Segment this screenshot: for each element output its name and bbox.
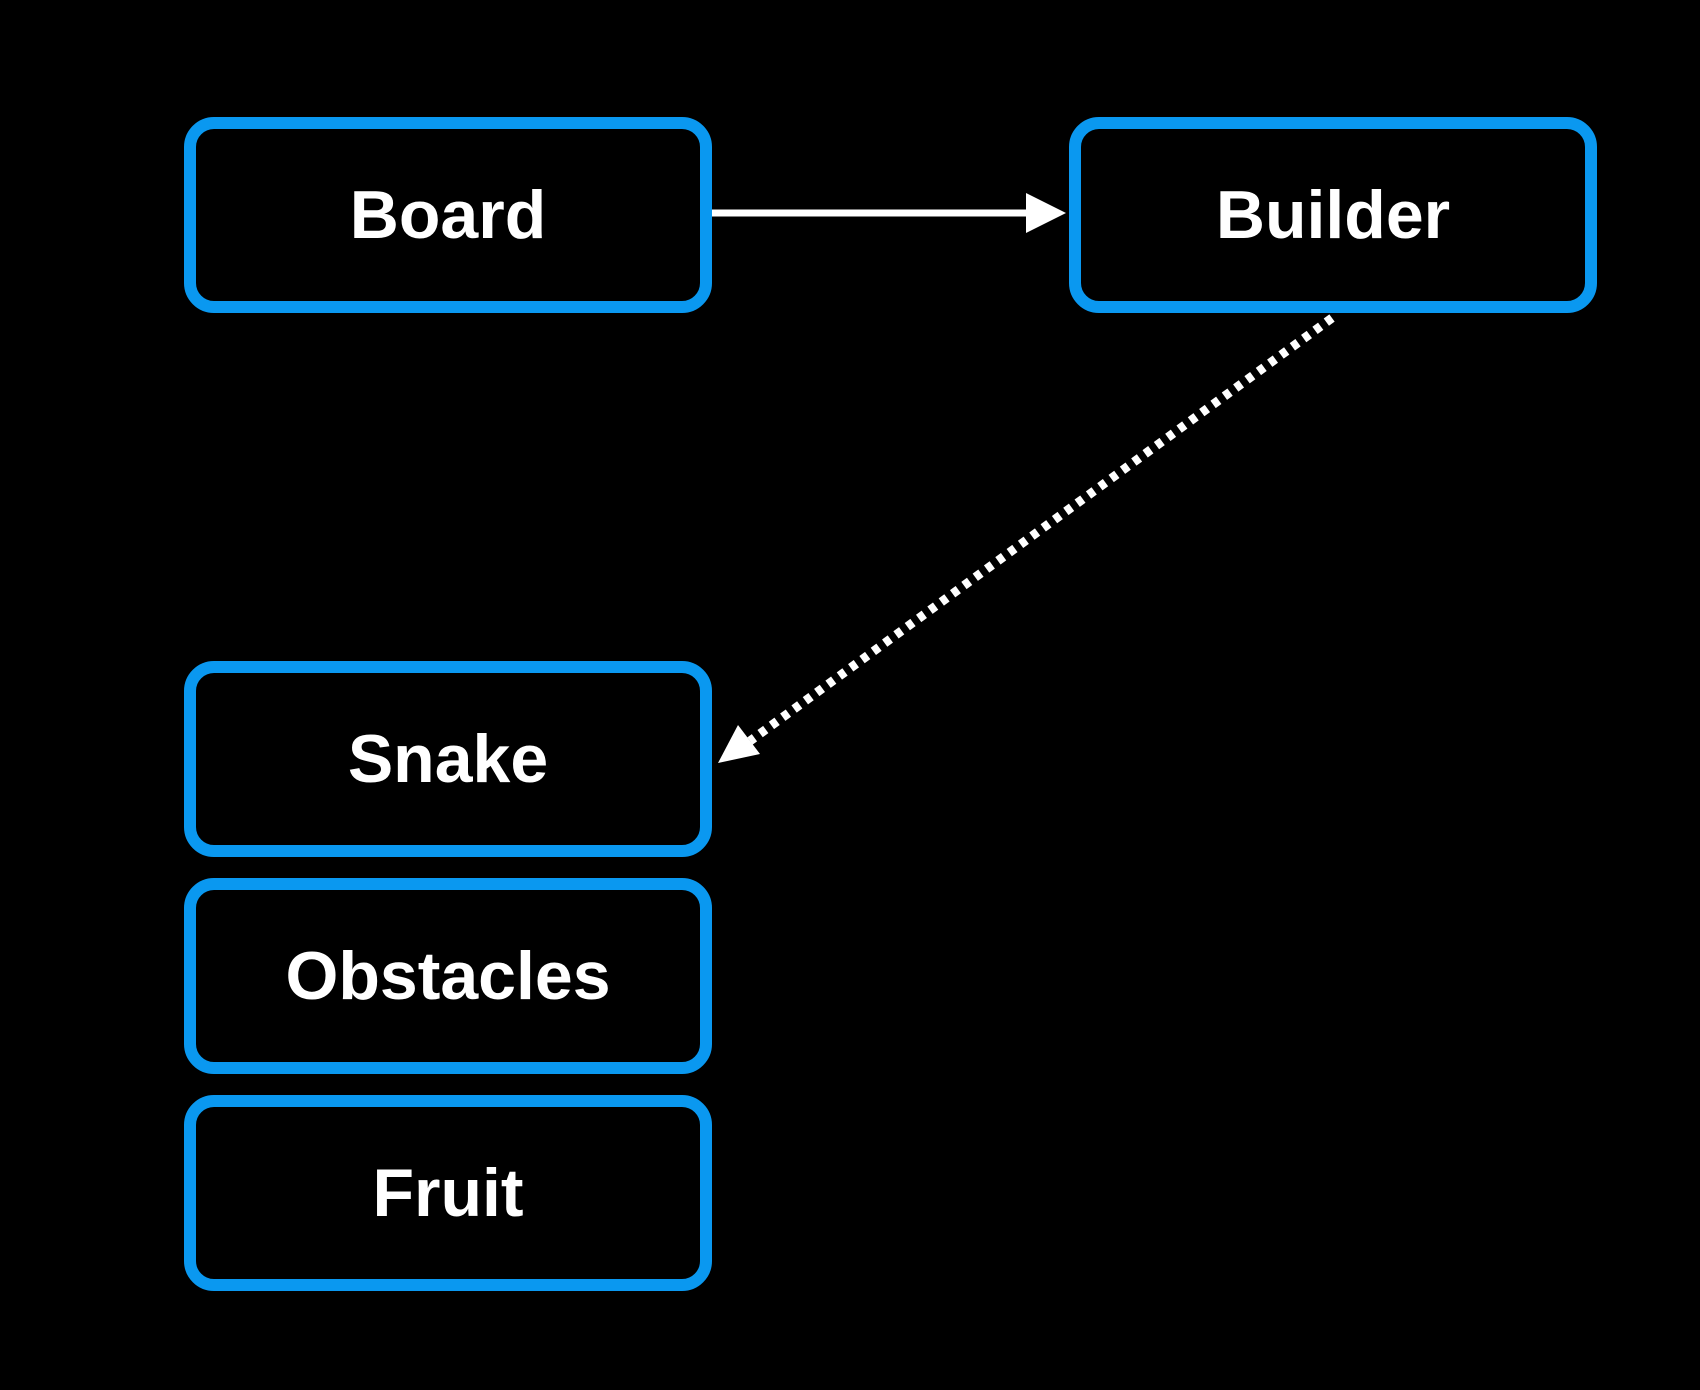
edge-builder-to-snake <box>747 314 1335 745</box>
node-board[interactable]: Board <box>184 117 712 313</box>
node-label-builder: Builder <box>1215 177 1451 253</box>
node-label-snake: Snake <box>347 721 549 797</box>
node-fruit[interactable]: Fruit <box>184 1095 712 1291</box>
node-snake[interactable]: Snake <box>184 661 712 857</box>
node-obstacles[interactable]: Obstacles <box>184 878 712 1074</box>
arrowhead-snake <box>718 725 760 763</box>
arrowhead-builder <box>1026 193 1066 233</box>
node-label-fruit: Fruit <box>372 1155 524 1231</box>
node-label-board: Board <box>349 177 547 253</box>
node-builder[interactable]: Builder <box>1069 117 1597 313</box>
node-label-obstacles: Obstacles <box>285 938 611 1014</box>
